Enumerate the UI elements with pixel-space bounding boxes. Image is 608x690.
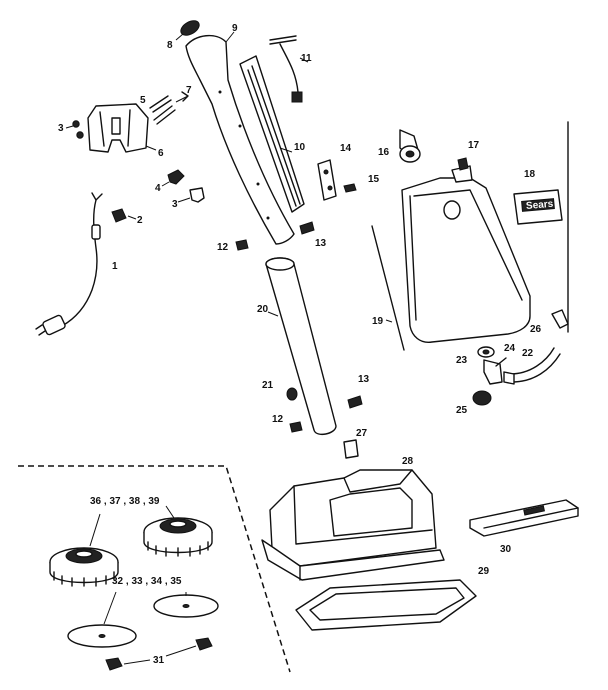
callout-22: 22	[522, 348, 534, 359]
part-13-screws	[299, 221, 363, 409]
part-6-handle-bracket	[87, 103, 157, 153]
callout-9: 9	[232, 23, 238, 34]
callout-13a: 13	[315, 238, 327, 249]
callout-13b: 13	[358, 374, 370, 385]
callout-4: 4	[155, 183, 161, 194]
parts-36-39-brushes	[49, 505, 213, 587]
part-2-strain-relief	[111, 208, 137, 223]
callout-18: 18	[524, 169, 536, 180]
part-4-clip	[161, 169, 185, 187]
callout-28: 28	[402, 456, 414, 467]
part-17-tank	[401, 157, 531, 343]
part-30-bumper-strip	[469, 499, 579, 537]
callout-14: 14	[340, 143, 352, 154]
callout-15: 15	[368, 174, 380, 185]
parts-32-35-pads	[67, 591, 219, 648]
part-16-cap	[399, 129, 421, 163]
part-12-screws	[235, 239, 303, 433]
part-26-fitting	[551, 309, 569, 329]
part-24-valve	[483, 357, 507, 385]
callout-27: 27	[356, 428, 368, 439]
callout-29: 29	[478, 566, 490, 577]
part-19-rod	[371, 225, 405, 351]
callout-24: 24	[504, 343, 516, 354]
callout-26: 26	[530, 324, 542, 335]
callout-3a: 3	[58, 123, 64, 134]
callout-2: 2	[137, 215, 143, 226]
callout-1: 1	[112, 261, 118, 272]
part-20-lower-handle	[265, 257, 337, 436]
part-31-clips	[105, 637, 213, 671]
callout-36-39: 36 , 37 , 38 , 39	[90, 496, 160, 507]
callout-6: 6	[158, 148, 164, 159]
callout-32-35: 32 , 33 , 34 , 35	[112, 576, 182, 587]
callout-3b: 3	[172, 199, 178, 210]
callout-30: 30	[500, 544, 512, 555]
callout-labels: 1 2 3 3 4 5 6 7 8 9 10 11 12 12 13 13 14…	[58, 23, 542, 666]
part-5-7-pins	[149, 91, 189, 125]
part-11-cord-hook	[269, 35, 309, 103]
callout-5: 5	[140, 95, 146, 106]
callout-20: 20	[257, 304, 269, 315]
part-23-washer	[477, 346, 495, 358]
part-21-knob	[286, 387, 298, 401]
callout-23: 23	[456, 355, 468, 366]
part-14-bracket	[317, 159, 337, 201]
part-29-tray	[295, 579, 477, 631]
callout-21: 21	[262, 380, 274, 391]
callout-7: 7	[186, 85, 192, 96]
callout-31: 31	[153, 655, 165, 666]
part-22-hose	[503, 347, 561, 385]
callout-17: 17	[468, 140, 480, 151]
callout-25: 25	[456, 405, 468, 416]
accessory-boundary-line	[18, 465, 291, 673]
callout-12b: 12	[272, 414, 284, 425]
part-15-screw	[343, 183, 357, 193]
callout-11: 11	[301, 53, 312, 64]
callout-12a: 12	[217, 242, 229, 253]
callout-16: 16	[378, 147, 390, 158]
part-18-decal: Sears	[513, 189, 563, 225]
part-1-power-cord	[35, 192, 103, 336]
part-25-knob	[472, 390, 492, 406]
part-28-base-housing	[261, 469, 445, 581]
decal-brand-text: Sears	[526, 199, 555, 212]
part-3-screws	[65, 120, 205, 203]
callout-8: 8	[167, 40, 173, 51]
part-8-grip	[175, 20, 200, 41]
part-27-clip	[343, 439, 359, 459]
part-10-cord-channel	[239, 55, 305, 213]
callout-10: 10	[294, 142, 306, 153]
callout-19: 19	[372, 316, 384, 327]
part-9-upper-handle	[185, 31, 295, 245]
